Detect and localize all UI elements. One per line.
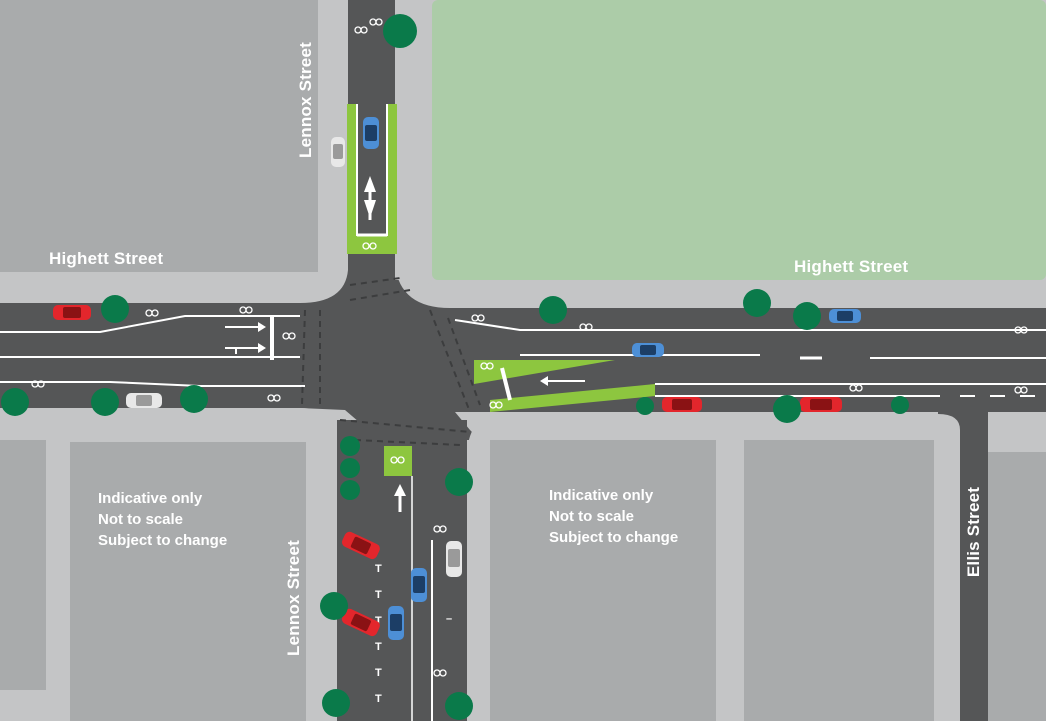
curb-sw bbox=[0, 408, 337, 721]
disclaimer-note-left: Indicative only Not to scale Subject to … bbox=[98, 488, 227, 551]
park-ne bbox=[432, 0, 1046, 280]
street-label-lennox-north: Lennox Street bbox=[296, 42, 315, 158]
svg-text:T: T bbox=[375, 693, 382, 705]
note-line: Subject to change bbox=[98, 532, 228, 549]
note-line: Not to scale bbox=[98, 511, 184, 528]
note-line: Subject to change bbox=[549, 529, 679, 546]
svg-text:T: T bbox=[375, 563, 382, 575]
disclaimer-note-right: Indicative only Not to scale Subject to … bbox=[549, 485, 678, 548]
street-label-highett-west: Highett Street bbox=[49, 249, 164, 268]
curb-se bbox=[988, 412, 1046, 420]
svg-text:T: T bbox=[375, 615, 382, 627]
building-se-top bbox=[988, 420, 1046, 450]
svg-text:–: – bbox=[446, 613, 452, 625]
building-nw bbox=[0, 0, 318, 272]
svg-text:T: T bbox=[375, 589, 382, 601]
bike-lane-highett-east bbox=[474, 360, 655, 412]
parking-marks: T T T T T T – bbox=[375, 563, 452, 705]
building-se bbox=[988, 452, 1046, 721]
bike-lane-lennox-north bbox=[347, 104, 397, 254]
curb-s-right bbox=[744, 414, 960, 721]
car-icon bbox=[53, 117, 861, 640]
building-sw-b bbox=[70, 442, 306, 721]
building-s-d bbox=[744, 440, 934, 721]
note-line: Indicative only bbox=[549, 487, 654, 504]
street-label-lennox-south: Lennox Street bbox=[284, 540, 303, 656]
note-line: Not to scale bbox=[549, 508, 635, 525]
svg-text:T: T bbox=[375, 641, 382, 653]
lane-arrow-icon bbox=[225, 176, 585, 512]
note-line: Indicative only bbox=[98, 490, 203, 507]
street-label-highett-east: Highett Street bbox=[794, 257, 909, 276]
bicycle-icon bbox=[31, 18, 1028, 677]
street-label-ellis: Ellis Street bbox=[964, 486, 983, 578]
intersection-guide-lines bbox=[301, 277, 481, 446]
svg-text:T: T bbox=[375, 667, 382, 679]
building-sw-a bbox=[0, 440, 46, 690]
tree-icon bbox=[1, 14, 909, 720]
building-s-c bbox=[490, 440, 716, 721]
lane-markings bbox=[0, 315, 1046, 721]
